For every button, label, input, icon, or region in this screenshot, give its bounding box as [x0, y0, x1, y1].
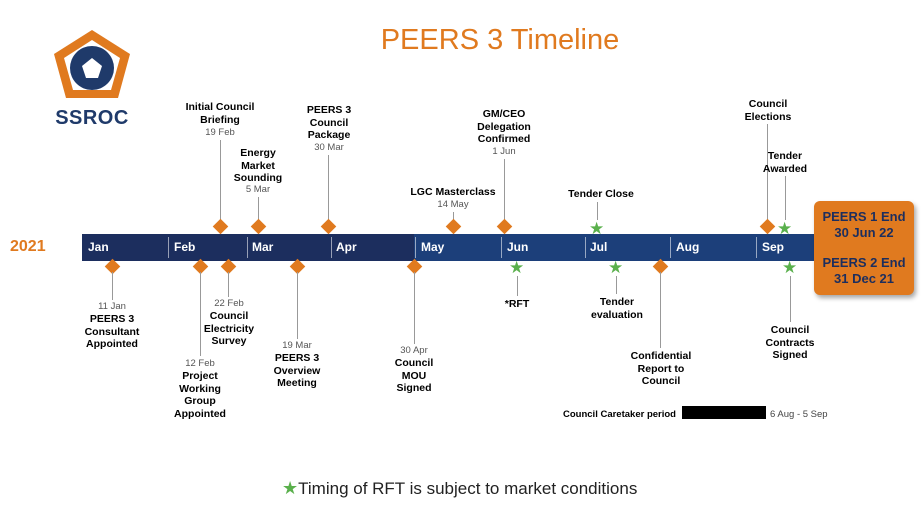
- event-energy-market-date: 5 Mar: [245, 184, 271, 195]
- connector: [767, 124, 768, 221]
- month-label-jun: Jun: [507, 240, 529, 254]
- event-electricity-survey-date: 22 Feb: [214, 298, 244, 309]
- event-mou-label: Council MOU Signed: [394, 357, 434, 394]
- month-divider: [168, 237, 169, 258]
- event-mou-date: 30 Apr: [400, 345, 428, 356]
- event-council-elections-label: Council Elections: [744, 98, 792, 123]
- page-title: PEERS 3 Timeline: [380, 24, 620, 56]
- event-contracts-signed-label: Council Contracts Signed: [765, 324, 815, 361]
- month-label-feb: Feb: [174, 240, 196, 254]
- connector: [517, 276, 518, 296]
- event-rft-label: *RFT: [504, 298, 530, 310]
- event-project-group-label: Project Working Group Appointed: [174, 370, 226, 420]
- event-energy-market-label: Energy Market Sounding: [233, 147, 283, 184]
- rft-star-icon: ★: [282, 478, 299, 498]
- year-label: 2021: [10, 238, 46, 255]
- event-tender-close-label: Tender Close: [568, 188, 634, 200]
- event-electricity-survey-label: Council Electricity Survey: [203, 310, 255, 347]
- peers1-end-label: PEERS 1 End: [822, 209, 906, 224]
- connector: [453, 212, 454, 221]
- month-divider: [415, 237, 416, 258]
- timeline-bar: [414, 234, 814, 261]
- connector: [414, 272, 415, 344]
- event-project-group-date: 12 Feb: [185, 358, 215, 369]
- month-label-sep: Sep: [762, 240, 785, 254]
- milestone-diamond: [496, 218, 513, 235]
- rft-star-icon: ★: [777, 219, 793, 238]
- connector: [597, 202, 598, 220]
- milestone-diamond: [212, 218, 229, 235]
- caretaker-period-bar: [682, 406, 766, 419]
- milestone-diamond: [759, 218, 776, 235]
- event-overview-meeting-label: PEERS 3 Overview Meeting: [273, 352, 321, 389]
- month-divider: [501, 237, 502, 258]
- month-divider: [670, 237, 671, 258]
- month-divider: [331, 237, 332, 258]
- caretaker-period-label: Council Caretaker period: [563, 409, 676, 420]
- milestone-diamond: [320, 218, 337, 235]
- rft-star-icon: ★: [509, 258, 525, 277]
- month-label-jan: Jan: [88, 240, 109, 254]
- timeline-bar-past: [82, 234, 414, 261]
- event-lgc-masterclass-label: LGC Masterclass: [410, 186, 496, 198]
- event-initial-briefing-date: 19 Feb: [205, 127, 235, 138]
- event-overview-meeting-date: 19 Mar: [282, 340, 312, 351]
- connector: [112, 272, 113, 300]
- rft-star-icon: ★: [608, 258, 624, 277]
- peers2-end-label: PEERS 2 End: [822, 255, 906, 270]
- connector: [258, 197, 259, 221]
- ssroc-logo-icon: [54, 30, 130, 98]
- event-gm-ceo-label: GM/CEO Delegation Confirmed: [477, 108, 531, 145]
- peers1-end-date: 30 Jun 22: [834, 225, 894, 240]
- event-initial-briefing-label: Initial Council Briefing: [185, 101, 255, 126]
- event-council-package-label: PEERS 3 Council Package: [306, 104, 352, 141]
- footer-note: ★Timing of RFT is subject to market cond…: [282, 478, 637, 499]
- connector: [220, 140, 221, 220]
- month-divider: [247, 237, 248, 258]
- event-gm-ceo-date: 1 Jun: [492, 146, 516, 157]
- connector: [785, 176, 786, 220]
- month-divider: [756, 237, 757, 258]
- connector: [616, 276, 617, 294]
- connector: [328, 155, 329, 221]
- month-label-mar: Mar: [252, 240, 274, 254]
- rft-star-icon: ★: [589, 219, 605, 238]
- event-consultant-date: 11 Jan: [98, 301, 126, 312]
- connector: [660, 272, 661, 348]
- connector: [790, 276, 791, 322]
- caretaker-period-dates: 6 Aug - 5 Sep: [770, 409, 828, 420]
- month-label-jul: Jul: [590, 240, 608, 254]
- peers2-end-date: 31 Dec 21: [834, 271, 894, 286]
- event-council-package-date: 30 Mar: [314, 142, 344, 153]
- event-tender-awarded-label: Tender Awarded: [762, 150, 808, 175]
- event-tender-eval-label: Tender evaluation: [591, 296, 643, 321]
- connector: [297, 272, 298, 339]
- event-consultant-label: PEERS 3 Consultant Appointed: [84, 313, 140, 350]
- month-label-apr: Apr: [336, 240, 357, 254]
- connector: [228, 272, 229, 297]
- event-lgc-masterclass-date: 14 May: [437, 199, 469, 210]
- month-label-may: May: [421, 240, 445, 254]
- peers-end-box: PEERS 1 End 30 Jun 22 PEERS 2 End 31 Dec…: [814, 201, 914, 295]
- connector: [200, 272, 201, 356]
- milestone-diamond: [445, 218, 462, 235]
- footer-note-text: Timing of RFT is subject to market condi…: [298, 479, 638, 498]
- month-divider: [585, 237, 586, 258]
- connector: [504, 159, 505, 221]
- month-label-aug: Aug: [676, 240, 700, 254]
- logo-text: SSROC: [55, 107, 129, 129]
- event-confidential-report-label: Confidential Report to Council: [630, 350, 692, 387]
- milestone-diamond: [250, 218, 267, 235]
- rft-star-icon: ★: [782, 258, 798, 277]
